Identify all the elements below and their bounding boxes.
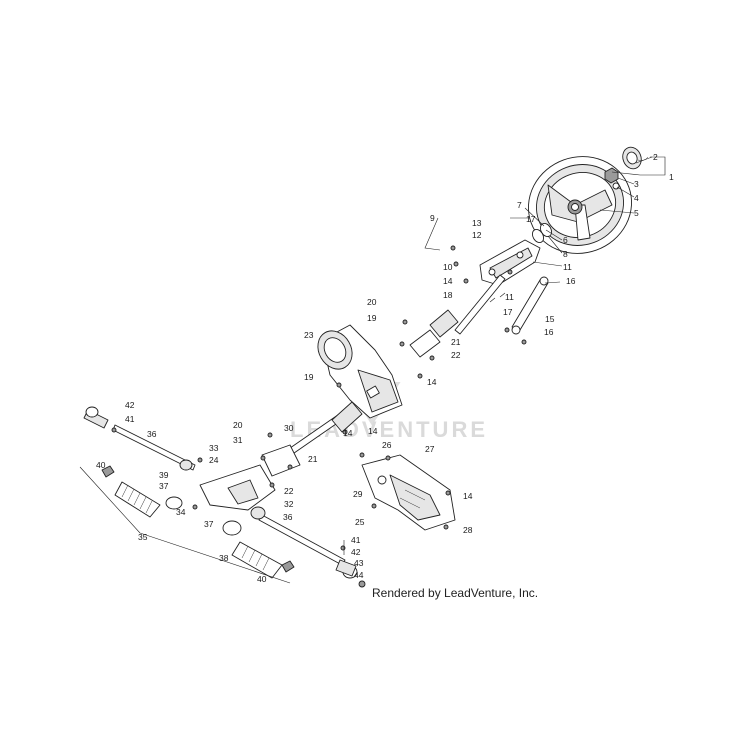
callout-23[interactable]: 23 — [304, 330, 314, 340]
rack-boot-right[interactable] — [231, 541, 283, 579]
callout-14c[interactable]: 14 — [343, 428, 353, 438]
callout-7[interactable]: 7 — [517, 200, 522, 210]
callout-18[interactable]: 18 — [443, 290, 453, 300]
callout-5[interactable]: 5 — [634, 208, 639, 218]
callout-39[interactable]: 39 — [159, 470, 169, 480]
callout-3[interactable]: 3 — [634, 179, 639, 189]
callout-25[interactable]: 25 — [355, 517, 365, 527]
callout-20b[interactable]: 20 — [233, 420, 243, 430]
jam-nut-left[interactable] — [101, 465, 115, 478]
callout-17a[interactable]: 17 — [526, 214, 536, 224]
wheel-nut[interactable] — [604, 167, 619, 184]
tilt-shock[interactable] — [511, 276, 549, 335]
boot-clamp-right[interactable] — [222, 520, 242, 536]
callout-29[interactable]: 29 — [353, 489, 363, 499]
callout-10[interactable]: 10 — [443, 262, 453, 272]
callout-22a[interactable]: 22 — [451, 350, 461, 360]
callout-2[interactable]: 2 — [653, 152, 658, 162]
callout-16a[interactable]: 16 — [566, 276, 576, 286]
callout-8[interactable]: 8 — [563, 249, 568, 259]
callout-14a[interactable]: 14 — [443, 276, 453, 286]
jam-nut-right[interactable] — [281, 560, 295, 573]
callout-41b[interactable]: 41 — [351, 535, 361, 545]
callout-31[interactable]: 31 — [233, 435, 243, 445]
callout-24[interactable]: 24 — [209, 455, 219, 465]
callout-9[interactable]: 9 — [430, 213, 435, 223]
boot-clamp-left[interactable] — [165, 496, 183, 510]
callout-11b[interactable]: 11 — [505, 292, 514, 302]
callout-30[interactable]: 30 — [284, 423, 294, 433]
callout-41a[interactable]: 41 — [125, 414, 135, 424]
callout-37a[interactable]: 37 — [159, 481, 169, 491]
callout-27[interactable]: 27 — [425, 444, 435, 454]
callout-33[interactable]: 33 — [209, 443, 219, 453]
callout-34[interactable]: 34 — [176, 507, 186, 517]
callout-42b[interactable]: 42 — [351, 547, 361, 557]
callout-6[interactable]: 6 — [563, 235, 568, 245]
callout-20a[interactable]: 20 — [367, 297, 377, 307]
power-steering-unit[interactable] — [311, 324, 403, 419]
upper-column-bracket[interactable] — [479, 239, 541, 286]
callout-40a[interactable]: 40 — [96, 460, 106, 470]
callout-19b[interactable]: 19 — [304, 372, 314, 382]
rack-end-bushing[interactable] — [179, 459, 193, 471]
callout-37b[interactable]: 37 — [204, 519, 214, 529]
callout-17b[interactable]: 17 — [503, 307, 513, 317]
callout-labels: 1 2 3 4 5 6 7 8 9 10 11 11 12 13 14 14 1… — [96, 152, 674, 584]
callout-12[interactable]: 12 — [472, 230, 482, 240]
callout-14e[interactable]: 14 — [463, 491, 473, 501]
callout-42a[interactable]: 42 — [125, 400, 135, 410]
callout-16b[interactable]: 16 — [544, 327, 554, 337]
upper-shaft[interactable] — [454, 274, 506, 335]
callout-19a[interactable]: 19 — [367, 313, 377, 323]
callout-1[interactable]: 1 — [669, 172, 674, 182]
wheel-washer[interactable] — [612, 182, 620, 190]
leader-lines — [79, 156, 666, 584]
callout-36a[interactable]: 36 — [147, 429, 157, 439]
callout-21b[interactable]: 21 — [308, 454, 318, 464]
callout-28[interactable]: 28 — [463, 525, 473, 535]
callout-36b[interactable]: 36 — [283, 512, 293, 522]
callout-13[interactable]: 13 — [472, 218, 482, 228]
callout-26[interactable]: 26 — [382, 440, 392, 450]
callout-15[interactable]: 15 — [545, 314, 555, 324]
callout-11a[interactable]: 11 — [563, 262, 572, 272]
callout-40b[interactable]: 40 — [257, 574, 267, 584]
callout-35[interactable]: 35 — [138, 532, 148, 542]
callout-22b[interactable]: 22 — [284, 486, 294, 496]
wheel-cap[interactable] — [620, 145, 644, 172]
render-credit: Rendered by LeadVenture, Inc. — [372, 586, 539, 600]
callout-14d[interactable]: 14 — [368, 426, 378, 436]
rack-bushing[interactable] — [250, 506, 266, 520]
steering-wheel[interactable] — [515, 142, 646, 268]
callout-38[interactable]: 38 — [219, 553, 229, 563]
rack-boot-left[interactable] — [114, 481, 161, 518]
callout-44[interactable]: 44 — [354, 570, 364, 580]
callout-4[interactable]: 4 — [634, 193, 639, 203]
callout-43[interactable]: 43 — [354, 558, 364, 568]
callout-32[interactable]: 32 — [284, 499, 294, 509]
upper-u-joint[interactable] — [409, 309, 459, 358]
callout-21a[interactable]: 21 — [451, 337, 461, 347]
hardware-fasteners — [111, 245, 527, 588]
callout-14b[interactable]: 14 — [427, 377, 437, 387]
column-support-bracket[interactable] — [361, 454, 456, 531]
